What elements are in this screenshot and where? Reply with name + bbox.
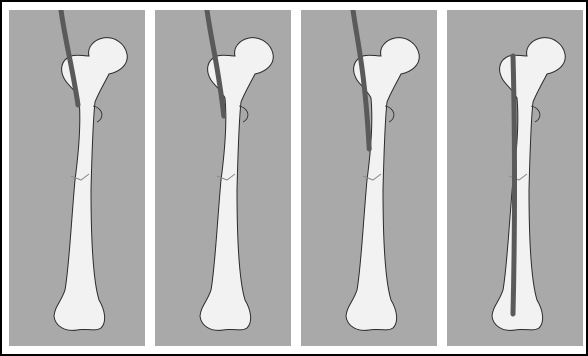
panel-stage-4 (447, 10, 583, 346)
panel-stage-3 (301, 10, 437, 346)
intramedullary-nail (513, 56, 515, 314)
panel-stage-2 (155, 10, 291, 346)
panel-stage-1 (9, 10, 145, 346)
